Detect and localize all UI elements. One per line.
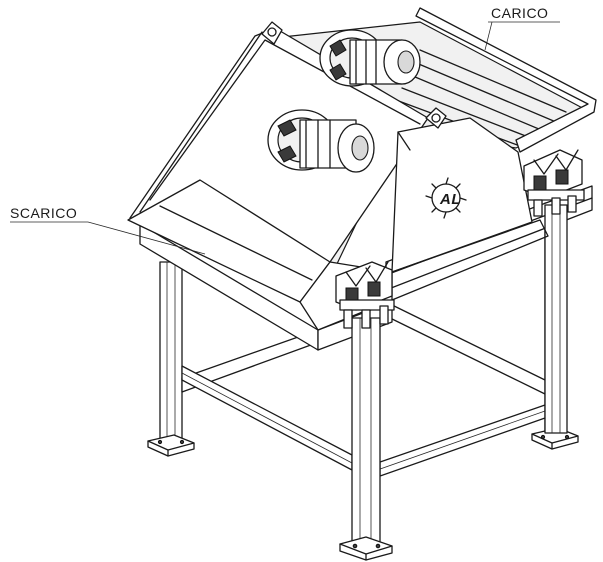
support-stand: [139, 185, 593, 561]
label-carico: CARICO: [484, 5, 560, 51]
leg-front-right: [544, 204, 568, 434]
label-scarico: SCARICO: [10, 205, 206, 255]
scarico-label: SCARICO: [10, 205, 77, 221]
lifting-lug-right: [425, 107, 447, 129]
spring-support-right: [523, 149, 585, 217]
logo-text: AL: [439, 191, 461, 208]
leg-back-left: [147, 261, 195, 457]
lifting-lug-left: [261, 21, 283, 45]
brace-lower-right: [385, 301, 546, 395]
brace-lower-front: [379, 404, 546, 477]
carico-leader: [484, 21, 493, 51]
scarico-leader: [87, 221, 206, 255]
vibrator-upper: [319, 29, 421, 87]
al-logo: AL: [425, 177, 467, 219]
screen-body: [127, 7, 597, 331]
side-wall-right: [415, 7, 597, 153]
leg-front-center: [339, 317, 393, 561]
vibrator-lower: [267, 109, 375, 173]
spring-support-front: [335, 261, 395, 329]
carico-label: CARICO: [491, 5, 548, 21]
